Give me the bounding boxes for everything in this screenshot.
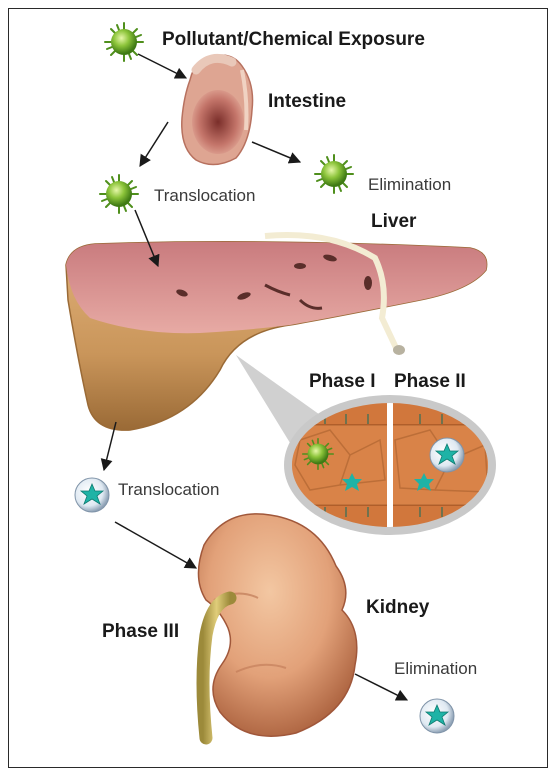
metabolite-vesicle-icon	[75, 478, 109, 512]
phase-3-label: Phase III	[102, 622, 179, 641]
pollutant-molecule-icon	[100, 175, 138, 213]
kidney-illustration	[198, 514, 356, 738]
arrow-intestine-to-elimination	[252, 142, 300, 162]
translocation-bottom-label: Translocation	[118, 481, 219, 498]
arrow-translocation-to-kidney	[115, 522, 196, 568]
arrow-liver-to-translocation	[104, 422, 116, 470]
translocation-top-label: Translocation	[154, 187, 255, 204]
metabolite-vesicle-icon	[430, 438, 464, 472]
elimination-bottom-label: Elimination	[394, 660, 477, 677]
phase-1-label: Phase I	[309, 372, 376, 391]
pollutant-molecule-icon	[315, 155, 353, 193]
intestine-label: Intestine	[268, 92, 346, 111]
arrow-intestine-to-translocation	[140, 122, 168, 166]
phase-2-label: Phase II	[394, 372, 466, 391]
intestine-illustration	[182, 55, 253, 164]
elimination-top-label: Elimination	[368, 176, 451, 193]
metabolite-vesicle-icon	[420, 699, 454, 733]
exposure-label: Pollutant/Chemical Exposure	[162, 30, 425, 49]
liver-label: Liver	[371, 212, 416, 231]
pollutant-molecule-icon	[105, 23, 143, 61]
kidney-label: Kidney	[366, 598, 429, 617]
pollutant-molecule-icon	[303, 439, 333, 469]
arrow-exposure-to-intestine	[138, 54, 186, 78]
